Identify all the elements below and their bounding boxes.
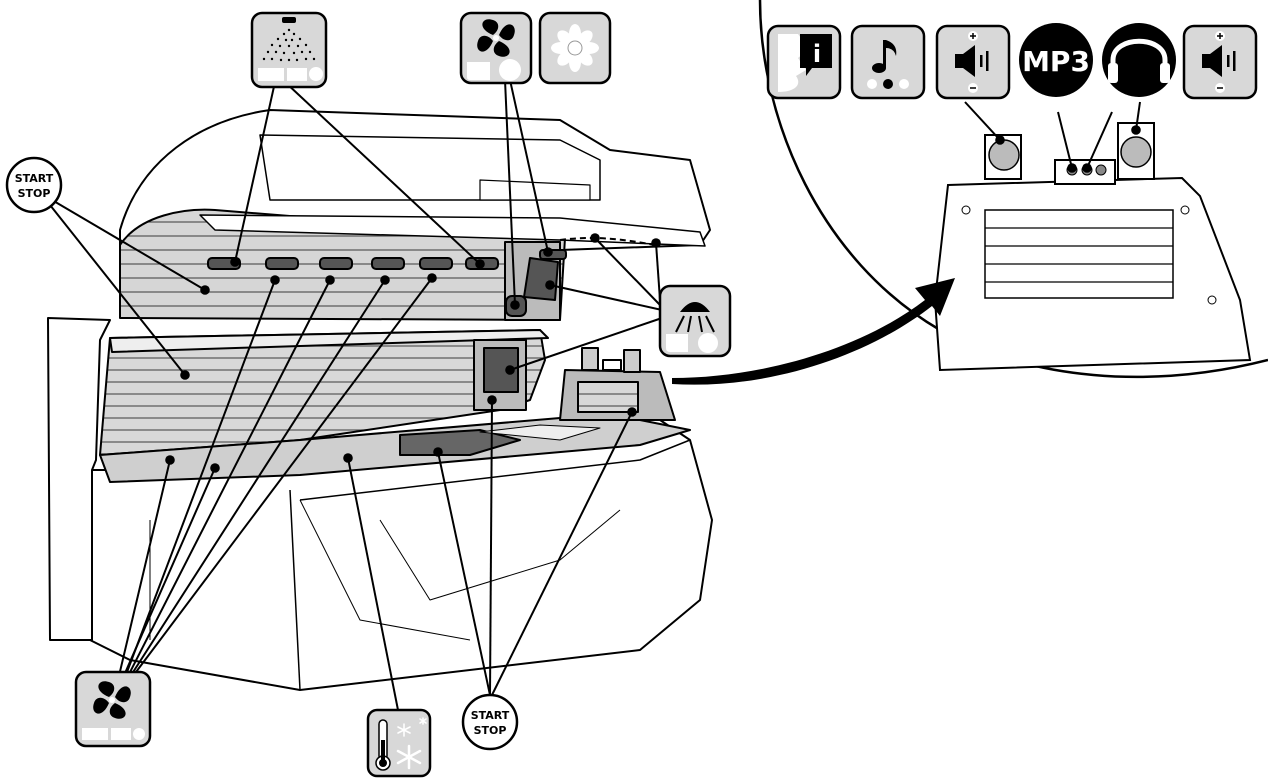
svg-text:i: i [813, 40, 821, 68]
start-label: START [15, 172, 54, 185]
thermometer-snowflake-icon [368, 710, 430, 776]
stop-label: STOP [474, 724, 507, 737]
upper-face-lamp [524, 258, 558, 300]
flower-aroma-icon [540, 13, 610, 83]
shower-mist-icon [252, 13, 326, 87]
zoom-speaker-right [1118, 123, 1154, 179]
mp3-label: MP3 [1022, 45, 1090, 78]
stop-label: STOP [18, 187, 51, 200]
start-stop-icon-bottom: START STOP [463, 695, 517, 749]
start-stop-icon-top: START STOP [7, 158, 61, 212]
facial-lamp-icon [660, 286, 730, 356]
zoom-jacks [1055, 160, 1115, 184]
headphones-icon [1102, 23, 1176, 97]
tanning-bed [48, 110, 712, 690]
bed-audio-panel [560, 348, 675, 420]
zoom-speaker-left [985, 135, 1021, 179]
start-label: START [471, 709, 510, 722]
music-note-icon [852, 26, 924, 98]
speaker-volume-icon-right [1184, 26, 1256, 98]
mp3-icon: MP3 [1019, 23, 1093, 97]
speaker-volume-icon-left [937, 26, 1009, 98]
fan-icon-bottom [76, 672, 150, 746]
fan-icon-top [461, 13, 531, 83]
voice-guide-info-icon: i [768, 26, 840, 98]
